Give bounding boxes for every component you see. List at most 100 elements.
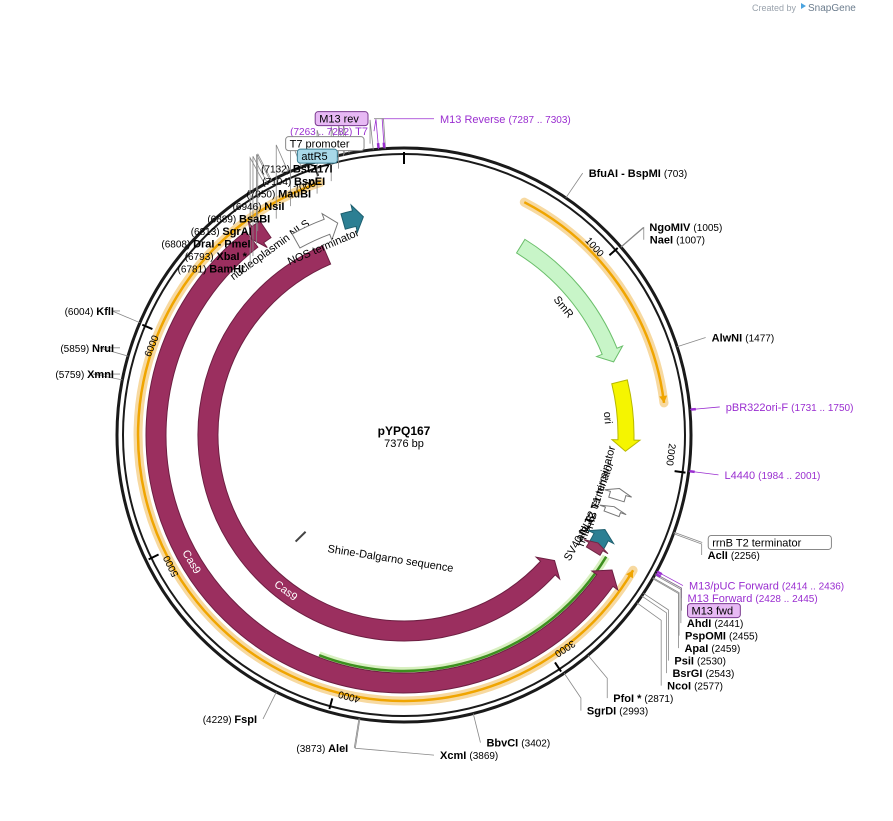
enzyme-pspomi: PspOMI (2455) xyxy=(685,631,758,643)
tick-1000 xyxy=(608,247,619,256)
box-attr5 xyxy=(296,148,338,164)
enzyme-xcmi: XcmI (3869) xyxy=(440,750,498,762)
primer-m13-forward: M13 Forward (2428 .. 2445) xyxy=(688,593,818,605)
leader-bsrgi xyxy=(641,595,667,674)
box-label-m13-rev: M13 rev xyxy=(319,114,359,126)
tick-2000 xyxy=(674,470,686,474)
feature-rrnb-t1-terminator xyxy=(604,488,632,503)
enzyme-alwni: AlwNI (1477) xyxy=(712,333,775,345)
orf-layer xyxy=(133,178,669,706)
feature-nos-terminator xyxy=(291,212,339,249)
leader-xmni xyxy=(92,373,123,381)
box-m13-rev xyxy=(314,111,369,127)
credit-brand: SnapGene xyxy=(808,3,856,14)
leader-m13-reverse xyxy=(381,118,434,149)
leader-bamhi xyxy=(249,156,266,269)
enzyme-xbai-: (6793) XbaI * xyxy=(185,251,248,263)
enzyme-fspi: (4229) FspI xyxy=(203,714,257,726)
leader-pfoi- xyxy=(587,654,608,699)
tick-label-2000: 2000 xyxy=(663,443,677,467)
leader-acli xyxy=(673,533,703,555)
primer-t7: (7263 .. 7282) T7 xyxy=(290,126,368,138)
enzyme-ngomiv: NgoMIV (1005) xyxy=(649,222,722,234)
enzyme-kfli: (6004) KflI xyxy=(65,306,114,318)
leader-m13-rev xyxy=(374,118,386,149)
leader-bbvci xyxy=(472,713,481,743)
primer-m13-puc-forward: M13/pUC Forward (2414 .. 2436) xyxy=(689,581,844,593)
leader-naei xyxy=(620,226,645,248)
leader-sgrai xyxy=(257,153,272,232)
leader-ncoi xyxy=(636,602,662,686)
tick-label-4000: 4000 xyxy=(337,688,362,705)
feature-sv40-nls xyxy=(583,539,609,556)
feature-nucleoplasmin-nls xyxy=(247,220,272,249)
feature-label-ori: ori xyxy=(601,411,614,424)
enzyme-pfoi-: PfoI * (2871) xyxy=(613,693,673,705)
orf-arrowhead-0 xyxy=(659,395,668,403)
credit-prefix: Created by xyxy=(752,3,797,13)
orf-arrowhead-1 xyxy=(626,570,634,579)
enzyme-sgrai: (6813) SgrAI xyxy=(191,226,252,238)
plasmid-size: 7376 bp xyxy=(384,438,424,450)
enzyme-bsabi: (6889) BsaBI xyxy=(207,214,270,226)
leader-apai xyxy=(652,578,679,649)
leader-alei xyxy=(353,718,360,749)
enzyme-bspei: (7104) BspEI xyxy=(262,176,325,188)
tick-4000 xyxy=(328,698,334,710)
enzyme-alei: (3873) AleI xyxy=(296,743,348,755)
enzyme-nrui: (5859) NruI xyxy=(60,343,114,355)
box-label-m13-fwd: M13 fwd xyxy=(692,606,734,618)
enzyme-bbvci: BbvCI (3402) xyxy=(486,738,550,750)
enzyme-bamhi: (6781) BamHI xyxy=(178,264,245,276)
leader-t7-promoter xyxy=(369,119,374,150)
leader-xbai- xyxy=(252,156,268,257)
shine-dalgarno-label: Shine-Dalgarno sequence xyxy=(327,543,455,575)
leader-xcmi xyxy=(354,718,435,756)
feature-ori xyxy=(610,379,642,452)
enzyme-maubi: (7050) MauBI xyxy=(246,189,311,201)
enzyme-psii: PsiI (2530) xyxy=(674,656,726,668)
leader-pspomi xyxy=(652,577,680,636)
site-labels: M13 Reverse (7287 .. 7303) BfuAI - BspMI … xyxy=(55,111,853,762)
leader-nrui xyxy=(99,347,129,357)
enzyme-apai: ApaI (2459) xyxy=(684,643,740,655)
box-label-attr5: attR5 xyxy=(301,151,327,163)
green-arc xyxy=(318,556,608,673)
primer-mark-m13-puc-forward xyxy=(656,570,663,576)
tick-5000 xyxy=(148,553,159,561)
feature-cas9 xyxy=(145,230,619,694)
leader-fspi xyxy=(262,691,277,720)
orf-arc-0 xyxy=(523,201,666,404)
backbone xyxy=(115,146,693,724)
leader-sgrdi xyxy=(563,672,582,711)
enzyme-xmni: (5759) XmnI xyxy=(55,369,114,381)
box-rrnb-t2-terminator xyxy=(707,534,832,550)
leader-alwni xyxy=(676,337,706,348)
leader-drai-pmei xyxy=(256,154,271,244)
primer-mark-m13-forward xyxy=(655,573,662,578)
shine-dalgarno-mark xyxy=(294,531,307,543)
enzyme-bsrgi: BsrGI (2543) xyxy=(672,668,734,680)
tick-3000 xyxy=(554,661,562,673)
leader-bsabi xyxy=(275,144,289,219)
leader-m13-fwd xyxy=(655,573,682,611)
leader-kfli xyxy=(112,310,141,324)
enzyme-acli: AclI (2256) xyxy=(708,550,760,562)
enzyme-drai-pmei: (6808) DraI - PmeI xyxy=(161,239,250,251)
feature-smr xyxy=(515,238,624,363)
orf-glow-0 xyxy=(519,197,669,408)
box-m13-fwd xyxy=(687,603,741,619)
feature-cas9-inner xyxy=(197,245,561,642)
primer-mark-l4440 xyxy=(689,469,695,474)
box-label-rrnb-t2-terminator: rrnB T2 terminator xyxy=(712,537,801,549)
enzyme-bfuai-bspmi: BfuAI - BspMI (703) xyxy=(589,168,688,180)
enzyme-naei: NaeI (1007) xyxy=(650,235,705,247)
primer-m13-reverse: M13 Reverse (7287 .. 7303) xyxy=(440,114,571,126)
snapgene-credit: Created by SnapGene xyxy=(752,3,856,14)
leader-psii xyxy=(643,592,669,661)
leader-rrnb-t2-terminator xyxy=(673,531,703,543)
feature-attr5 xyxy=(340,203,364,234)
box-label-t7-promoter: T7 promoter xyxy=(290,139,350,151)
leader-t7 xyxy=(373,119,380,150)
orf-arc-1 xyxy=(136,181,635,703)
